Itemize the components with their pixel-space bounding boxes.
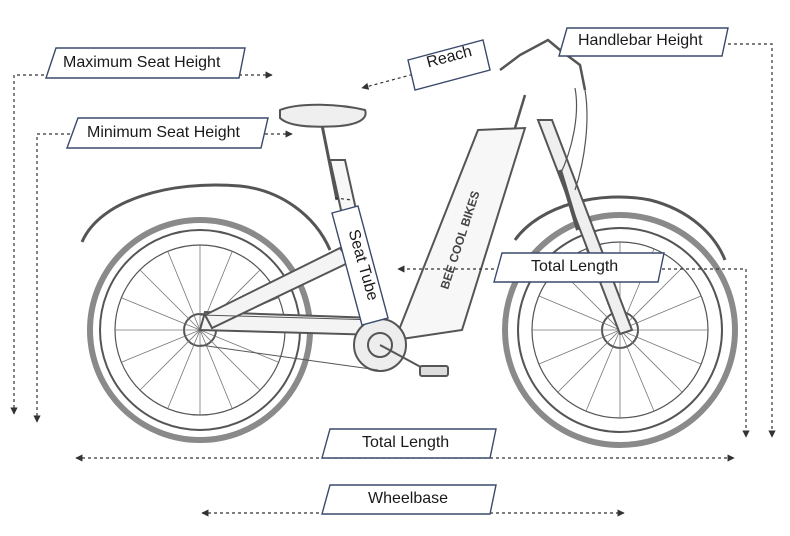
total-length-upper-guide-right [662,268,750,438]
total-length-upper-label: Total Length [531,258,619,275]
min-seat-height-label: Minimum Seat Height [87,124,240,141]
front-fender [513,195,727,261]
handlebar-height-box [558,27,729,57]
wheelbase-box [321,484,497,515]
handlebar-height-guide [728,43,776,438]
total-length-lower-box [321,428,497,459]
label-boxes [45,27,729,515]
total-length-upper-box [493,252,665,283]
saddle [279,103,367,201]
handlebar [499,38,588,191]
min-seat-height-guide [33,130,293,423]
seat-tube-guide [334,197,353,201]
seat-tube-box [331,205,389,326]
handlebar-height-label: Handlebar Height [578,32,703,49]
bicycle-illustration: BEE COOL BIKES [80,38,738,448]
total-length-lower-label: Total Length [362,434,450,451]
max-seat-height-box [45,47,246,79]
wheelbase-label: Wheelbase [368,490,449,507]
max-seat-height-label: Maximum Seat Height [63,54,221,71]
min-seat-height-box [65,117,269,149]
reach-box [407,39,491,91]
reach-guide [361,72,419,90]
